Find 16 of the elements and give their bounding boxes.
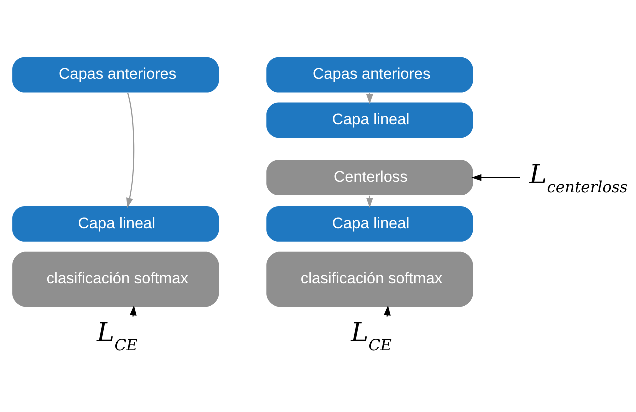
arrow xyxy=(472,174,520,182)
node-box: clasificación softmax xyxy=(266,252,474,308)
node-box: clasificación softmax xyxy=(12,252,220,308)
arrow xyxy=(130,306,137,317)
node-text: L$_{centerloss}$ xyxy=(530,160,628,197)
node-box: Centerloss xyxy=(266,160,474,196)
node-text: L$_{CE}$ xyxy=(351,318,392,355)
arrow xyxy=(384,306,391,317)
node-box: Capa lineal xyxy=(266,206,474,242)
node-box: Capas anteriores xyxy=(266,57,474,93)
node-box: Capa lineal xyxy=(12,206,220,242)
arrow xyxy=(366,93,374,104)
node-box: Capa lineal xyxy=(266,102,474,138)
node-text: L$_{CE}$ xyxy=(97,318,138,355)
node-box: Capas anteriores xyxy=(12,57,220,93)
arrow xyxy=(126,92,135,208)
